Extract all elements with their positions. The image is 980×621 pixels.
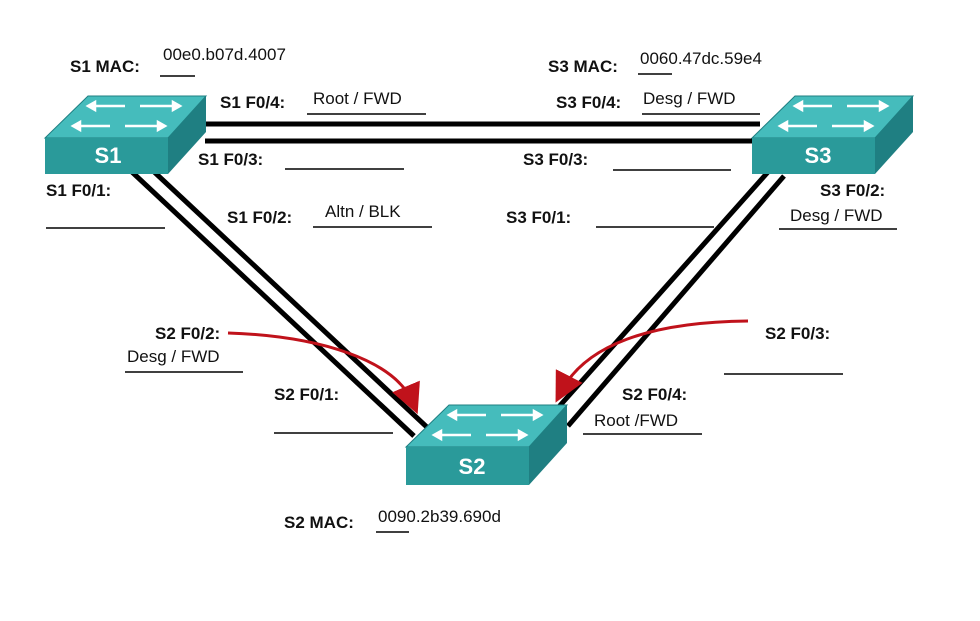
link-s1-s2-a [130, 170, 416, 438]
switch-name-s1: S1 [95, 143, 122, 168]
switch-arrows-icon [431, 408, 544, 442]
s1-f02-value: Altn / BLK [325, 202, 401, 221]
s1-f01-label: S1 F0/1: [46, 181, 111, 200]
s2-f04-value: Root /FWD [594, 411, 678, 430]
arrow-to-s2-f02 [227, 331, 420, 415]
switch-side [875, 96, 913, 174]
s2-f01-label: S2 F0/1: [274, 385, 339, 404]
switch-side [529, 405, 567, 485]
switch-arrows-icon [777, 99, 890, 133]
link-s3-s2-b [566, 174, 786, 428]
s1-mac-label: S1 MAC: [70, 57, 140, 76]
s2-f02-value: Desg / FWD [127, 347, 220, 366]
switch-side [168, 96, 206, 174]
s3-f04-label: S3 F0/4: [556, 93, 621, 112]
s3-f04-value: Desg / FWD [643, 89, 736, 108]
links [130, 121, 786, 438]
s1-f02-label: S1 F0/2: [227, 208, 292, 227]
s2-f03-label: S2 F0/3: [765, 324, 830, 343]
switch-name-s3: S3 [805, 143, 832, 168]
switch-front [45, 138, 168, 174]
s2-mac-value: 0090.2b39.690d [378, 507, 501, 526]
s3-f03-label: S3 F0/3: [523, 150, 588, 169]
s1-f04-label: S1 F0/4: [220, 93, 285, 112]
s1-mac-value: 00e0.b07d.4007 [163, 45, 286, 64]
s2-f02-label: S2 F0/2: [155, 324, 220, 343]
link-s3-s2-a [554, 170, 770, 412]
switch-name-s2: S2 [459, 454, 486, 479]
arrow-to-s2-f04 [555, 319, 749, 403]
s3-mac-label: S3 MAC: [548, 57, 618, 76]
switch-front [406, 447, 529, 485]
switch-front [752, 138, 875, 174]
s3-f01-label: S3 F0/1: [506, 208, 571, 227]
s2-mac-label: S2 MAC: [284, 513, 354, 532]
s2-f04-label: S2 F0/4: [622, 385, 687, 404]
switch-s1[interactable]: S1 [43, 95, 208, 174]
link-s1-s2-b [148, 166, 432, 432]
s3-mac-value: 0060.47dc.59e4 [640, 49, 762, 68]
switch-s2[interactable]: S2 [404, 404, 569, 485]
s3-f02-value: Desg / FWD [790, 206, 883, 225]
s3-f02-label: S3 F0/2: [820, 181, 885, 200]
s1-f03-label: S1 F0/3: [198, 150, 263, 169]
switch-s3[interactable]: S3 [750, 95, 915, 174]
s1-f04-value: Root / FWD [313, 89, 402, 108]
switch-arrows-icon [70, 99, 183, 133]
